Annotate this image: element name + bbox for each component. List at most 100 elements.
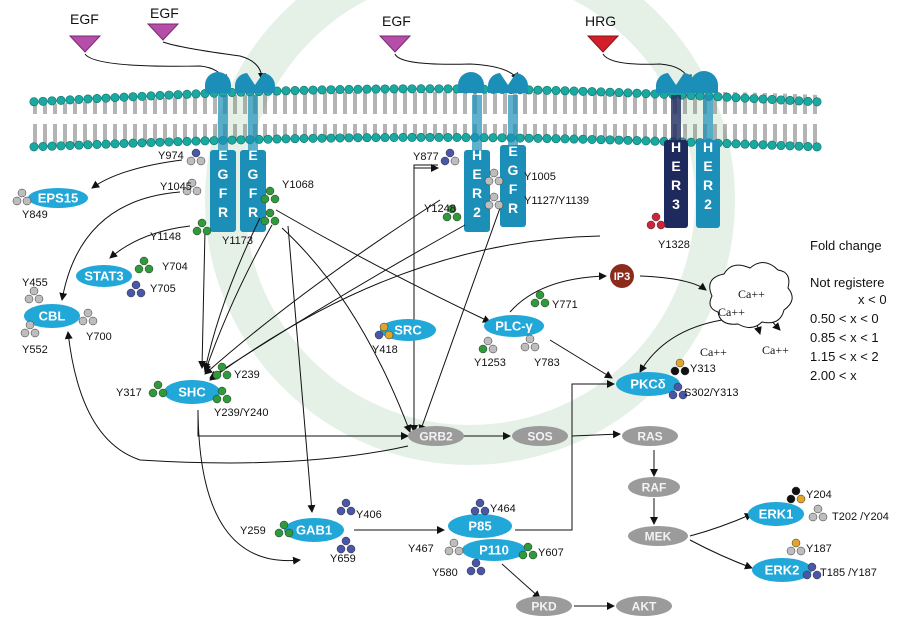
lipid-head	[732, 93, 740, 101]
site-y455: Y455	[22, 277, 48, 289]
lipid-head	[84, 95, 92, 103]
node-akt[interactable]: AKT	[616, 596, 672, 616]
receptor-letter-her3: E	[671, 158, 680, 174]
node-erk2[interactable]: ERK2	[752, 558, 812, 582]
lipid-head	[561, 135, 569, 143]
node-pkd[interactable]: PKD	[516, 596, 572, 616]
node-label-pkcd: PKCδ	[630, 377, 665, 392]
site-y239: Y239	[234, 369, 260, 381]
node-ip3[interactable]: IP3	[610, 264, 634, 288]
lipid-head	[642, 137, 650, 145]
legend-title: Fold change	[810, 238, 882, 253]
node-ras[interactable]: RAS	[622, 426, 678, 446]
receptor-letter-her2b: H	[703, 139, 713, 155]
site-y580: Y580	[432, 567, 458, 579]
node-label-src: SRC	[394, 323, 422, 338]
node-p85[interactable]: P85	[448, 514, 512, 538]
lipid-head	[192, 90, 200, 98]
site-y771: Y771	[552, 299, 578, 311]
phospho-site-dots	[809, 505, 827, 521]
phospho-site-dots	[787, 487, 805, 503]
lipid-head	[57, 142, 65, 150]
lipid-head	[597, 135, 605, 143]
lipid-head	[309, 86, 317, 94]
lipid-head	[588, 135, 596, 143]
lipid-head	[66, 141, 74, 149]
site-y700: Y700	[86, 331, 112, 343]
lipid-head	[390, 85, 398, 93]
phospho-site-dots	[521, 335, 539, 351]
lipid-head	[498, 134, 506, 142]
lipid-head	[147, 138, 155, 146]
phospho-site-dots	[441, 149, 459, 165]
receptor-letter-egfr2: R	[248, 204, 258, 220]
node-erk1[interactable]: ERK1	[748, 502, 804, 526]
site-y607: Y607	[538, 547, 564, 559]
lipid-head	[777, 141, 785, 149]
site-y239-240: Y239/Y240	[214, 407, 268, 419]
lipid-head	[291, 86, 299, 94]
node-shc[interactable]: SHC	[164, 380, 220, 404]
svg-text:EGF: EGF	[382, 13, 411, 29]
lipid-head	[768, 95, 776, 103]
site-y204: Y204	[806, 489, 832, 501]
node-label-grb2: GRB2	[419, 430, 453, 444]
node-mek[interactable]: MEK	[628, 526, 688, 546]
node-label-p110: P110	[479, 543, 509, 558]
node-grb2[interactable]: GRB2	[408, 426, 464, 446]
lipid-head	[417, 133, 425, 141]
site-y1248: Y1248	[424, 203, 456, 215]
node-p110[interactable]: P110	[462, 539, 526, 561]
lipid-head	[570, 135, 578, 143]
node-sos[interactable]: SOS	[512, 426, 568, 446]
lipid-head	[579, 87, 587, 95]
node-label-ras: RAS	[637, 430, 662, 444]
lipid-head	[435, 85, 443, 93]
lipid-head	[111, 140, 119, 148]
node-label-plcg: PLC-γ	[495, 319, 533, 334]
site-y974: Y974	[158, 150, 184, 162]
lipid-head	[84, 141, 92, 149]
receptor-letter-her2b: E	[703, 158, 712, 174]
lipid-head	[354, 134, 362, 142]
lipid-head	[561, 87, 569, 95]
legend-row-085: 0.85 < x < 1	[810, 330, 879, 345]
node-raf[interactable]: RAF	[628, 477, 680, 497]
lipid-head	[615, 136, 623, 144]
lipid-head	[39, 97, 47, 105]
node-eps15[interactable]: EPS15	[28, 188, 88, 208]
lipid-head	[102, 140, 110, 148]
lipid-head	[813, 143, 821, 151]
lipid-head	[444, 85, 452, 93]
node-stat3[interactable]: STAT3	[76, 265, 132, 287]
lipid-head	[120, 139, 128, 147]
phospho-site-dots	[445, 539, 463, 555]
node-label-eps15: EPS15	[38, 191, 78, 206]
node-gab1[interactable]: GAB1	[284, 518, 344, 542]
lipid-head	[120, 93, 128, 101]
site-y705: Y705	[150, 283, 176, 295]
phospho-site-dots	[79, 309, 97, 325]
site-y464: Y464	[490, 503, 516, 515]
lipid-head	[138, 92, 146, 100]
lipid-head	[552, 134, 560, 142]
lipid-head	[723, 93, 731, 101]
legend-row-115: 1.15 < x < 2	[810, 349, 879, 364]
lipid-head	[777, 96, 785, 104]
lipid-head	[273, 135, 281, 143]
svg-text:HRG: HRG	[585, 13, 616, 29]
lipid-head	[183, 90, 191, 98]
lipid-head	[444, 133, 452, 141]
lipid-head	[435, 133, 443, 141]
site-y1127: Y1127/Y1139	[524, 195, 589, 207]
lipid-head	[597, 88, 605, 96]
lipid-head	[165, 138, 173, 146]
lipid-head	[156, 138, 164, 146]
site-y1253: Y1253	[474, 357, 506, 369]
node-label-stat3: STAT3	[84, 269, 123, 284]
lipid-head	[309, 134, 317, 142]
site-y1173: Y1173	[222, 235, 253, 247]
phospho-site-dots	[467, 559, 485, 575]
node-plcg[interactable]: PLC-γ	[484, 315, 544, 337]
